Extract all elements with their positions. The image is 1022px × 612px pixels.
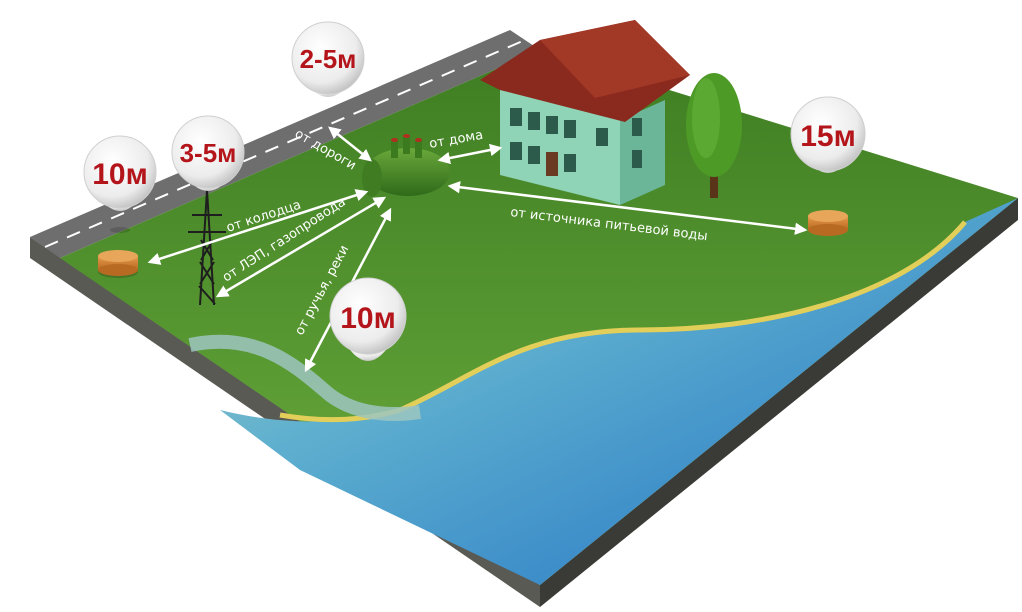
pin-road-label: 2-5м (300, 44, 357, 74)
shoreline (279, 220, 967, 423)
pin-well: 10м (83, 135, 157, 233)
river (220, 198, 1018, 585)
arrow-house (437, 143, 503, 165)
house (480, 20, 690, 205)
stream (188, 334, 422, 421)
pin-power-line: 3-5м (171, 115, 245, 191)
pin-water-source-label: 15м (800, 120, 856, 153)
arrow-road (328, 126, 372, 162)
septic-tank (362, 134, 450, 197)
arrow-water-source (447, 181, 808, 235)
pin-stream: 10м (329, 277, 407, 361)
pin-well-label: 10м (92, 158, 148, 191)
house-door (546, 152, 558, 176)
pin-road: 2-5м (291, 21, 365, 97)
pin-water-source: 15м (790, 96, 866, 173)
well-left (98, 250, 138, 278)
pin-power-line-label: 3-5м (180, 138, 237, 168)
tree (686, 73, 742, 198)
pin-stream-label: 10м (340, 302, 396, 335)
well-right (808, 210, 848, 236)
